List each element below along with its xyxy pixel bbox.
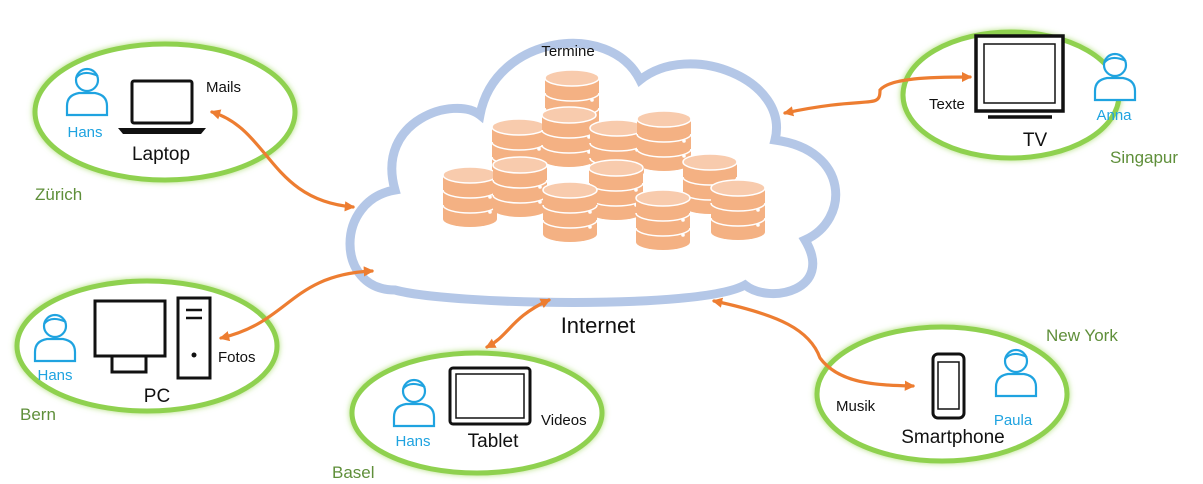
city-label-newyork: New York <box>1046 326 1118 345</box>
link-zurich <box>210 109 356 212</box>
person-label-singapur: Anna <box>1096 107 1132 124</box>
device-label-singapur: TV <box>1023 130 1048 151</box>
city-label-singapur: Singapur <box>1110 148 1178 167</box>
internet-label: Internet <box>561 313 636 338</box>
tablet-icon <box>448 366 532 426</box>
pc-tower-icon <box>176 296 212 380</box>
city-label-basel: Basel <box>332 463 375 482</box>
person-label-newyork: Paula <box>994 412 1033 429</box>
data-label-singapur: Texte <box>929 96 965 113</box>
city-label-bern: Bern <box>20 405 56 424</box>
person-label-basel: Hans <box>395 433 430 450</box>
cloud-content-label: Termine <box>541 43 594 60</box>
data-label-bern: Fotos <box>218 349 256 366</box>
laptop-icon <box>118 79 206 134</box>
tv-icon <box>974 34 1065 119</box>
link-newyork <box>711 297 916 391</box>
device-label-bern: PC <box>144 386 170 407</box>
data-label-basel: Videos <box>541 412 587 429</box>
pc-monitor-icon <box>93 299 167 374</box>
data-label-newyork: Musik <box>836 398 876 415</box>
link-bern <box>219 266 375 342</box>
device-label-basel: Tablet <box>468 431 519 452</box>
person-label-bern: Hans <box>37 367 72 384</box>
device-label-zurich: Laptop <box>132 144 190 165</box>
data-label-zurich: Mails <box>206 79 241 96</box>
smartphone-icon <box>931 352 966 420</box>
link-singapur <box>782 71 973 117</box>
device-label-newyork: Smartphone <box>901 427 1005 448</box>
city-label-zurich: Zürich <box>35 185 82 204</box>
link-basel <box>485 298 551 349</box>
person-label-zurich: Hans <box>67 124 102 141</box>
